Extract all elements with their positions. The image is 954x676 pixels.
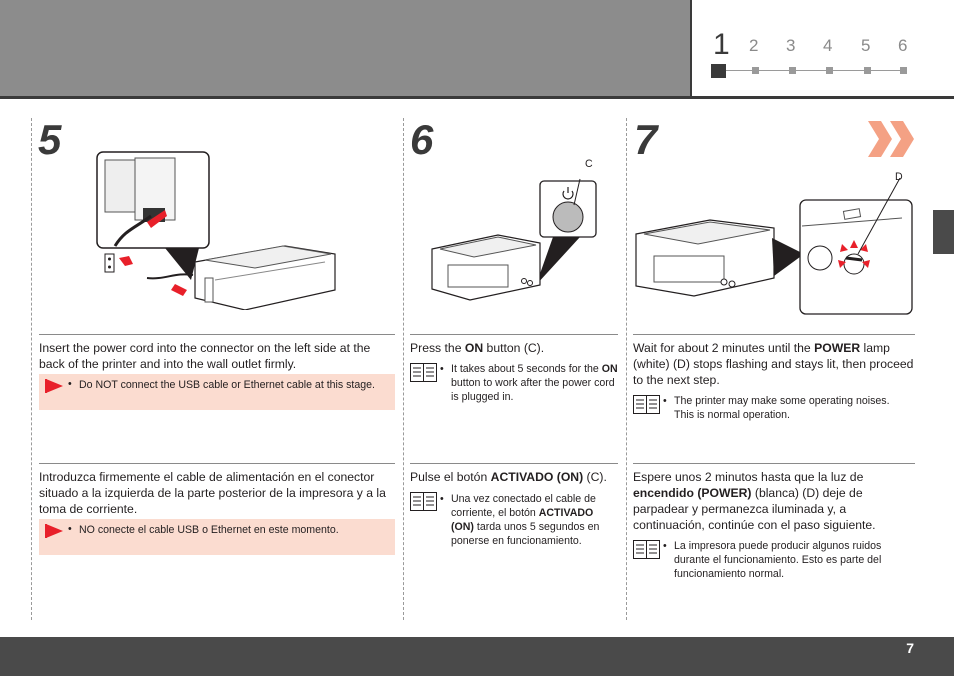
step7-note-en: The printer may make some operating nois… xyxy=(674,395,890,421)
step5-warning-es-text: NO conecte el cable USB o Ethernet en es… xyxy=(79,524,339,536)
step6-instruction-en: Press the ON button (C). xyxy=(410,341,545,355)
note-book-icon xyxy=(633,395,660,414)
section-rule xyxy=(633,334,915,335)
section-rule xyxy=(410,334,618,335)
bullet: • xyxy=(440,493,444,505)
step-nav-current-marker xyxy=(711,64,726,78)
callout-d: D xyxy=(895,171,903,183)
step7-instruction-en: Wait for about 2 minutes until the POWER… xyxy=(633,341,914,387)
step-number-5: 5 xyxy=(38,116,62,163)
header-bar xyxy=(0,0,690,97)
section-rule xyxy=(410,463,618,464)
step-nav-current: 1 xyxy=(713,28,730,61)
step-number-7: 7 xyxy=(634,116,658,163)
header-rule xyxy=(0,96,954,99)
step-nav-dot xyxy=(826,67,833,74)
step-nav-dot xyxy=(864,67,871,74)
warning-flag-icon xyxy=(45,524,63,538)
step6-note-es: Una vez conectado el cable de corriente,… xyxy=(451,493,600,547)
step6-instruction-es: Pulse el botón ACTIVADO (ON) (C). xyxy=(410,470,607,484)
step-nav-item-6: 6 xyxy=(898,36,908,55)
column-divider xyxy=(31,118,32,620)
header-separator xyxy=(690,0,692,97)
footer-bar: 7 xyxy=(0,637,954,676)
side-tab xyxy=(933,210,954,254)
power-symbol-icon xyxy=(562,187,574,200)
note-book-icon xyxy=(410,492,437,511)
next-step-arrows-icon xyxy=(868,121,914,157)
step7-note-es: La impresora puede producir algunos ruid… xyxy=(674,540,882,580)
warning-flag-icon xyxy=(45,379,63,393)
page-number: 7 xyxy=(906,640,914,656)
note-book-icon xyxy=(410,363,437,382)
printer-power-lamp-illustration xyxy=(635,178,913,315)
bullet: • xyxy=(68,378,72,390)
step-nav-dot xyxy=(752,67,759,74)
printer-power-cord-illustration xyxy=(96,151,336,310)
note-book-icon xyxy=(633,540,660,559)
step-nav-item-2: 2 xyxy=(749,36,759,55)
section-rule xyxy=(39,463,395,464)
bullet: • xyxy=(440,363,444,375)
step5-warning-en-text: Do NOT connect the USB cable or Ethernet… xyxy=(79,379,375,391)
step-nav-item-5: 5 xyxy=(861,36,871,55)
step-nav-dot xyxy=(900,67,907,74)
step-number-6: 6 xyxy=(410,116,434,163)
step-nav-item-4: 4 xyxy=(823,36,833,55)
callout-c: C xyxy=(585,158,593,170)
step7-instruction-es: Espere unos 2 minutos hasta que la luz d… xyxy=(633,470,876,532)
step5-warning-es: NO conecte el cable USB o Ethernet en es… xyxy=(39,519,395,555)
step5-warning-en: Do NOT connect the USB cable or Ethernet… xyxy=(39,374,395,410)
step5-instruction-en: Insert the power cord into the connector… xyxy=(39,341,371,371)
bullet: • xyxy=(663,540,667,552)
section-rule xyxy=(39,334,395,335)
printer-on-button-illustration xyxy=(431,178,597,301)
step-nav-item-3: 3 xyxy=(786,36,796,55)
column-divider xyxy=(403,118,404,620)
section-rule xyxy=(633,463,915,464)
step5-instruction-es: Introduzca firmemente el cable de alimen… xyxy=(39,470,386,516)
step6-note-en: It takes about 5 seconds for the ON butt… xyxy=(451,363,618,403)
bullet: • xyxy=(663,395,667,407)
column-divider xyxy=(626,118,627,620)
bullet: • xyxy=(68,523,72,535)
step-nav-track xyxy=(726,70,906,71)
step-nav-dot xyxy=(789,67,796,74)
